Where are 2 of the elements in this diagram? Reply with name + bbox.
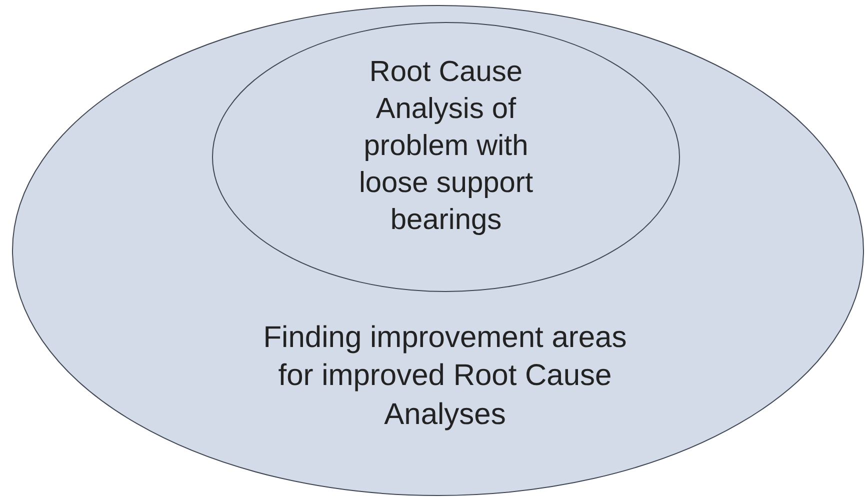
ellipse-label: Finding improvement areas for improved Root Cause Analyses (262, 320, 628, 433)
ellipse-label: Root Cause Analysis of problem with loose support bearings (358, 55, 534, 238)
